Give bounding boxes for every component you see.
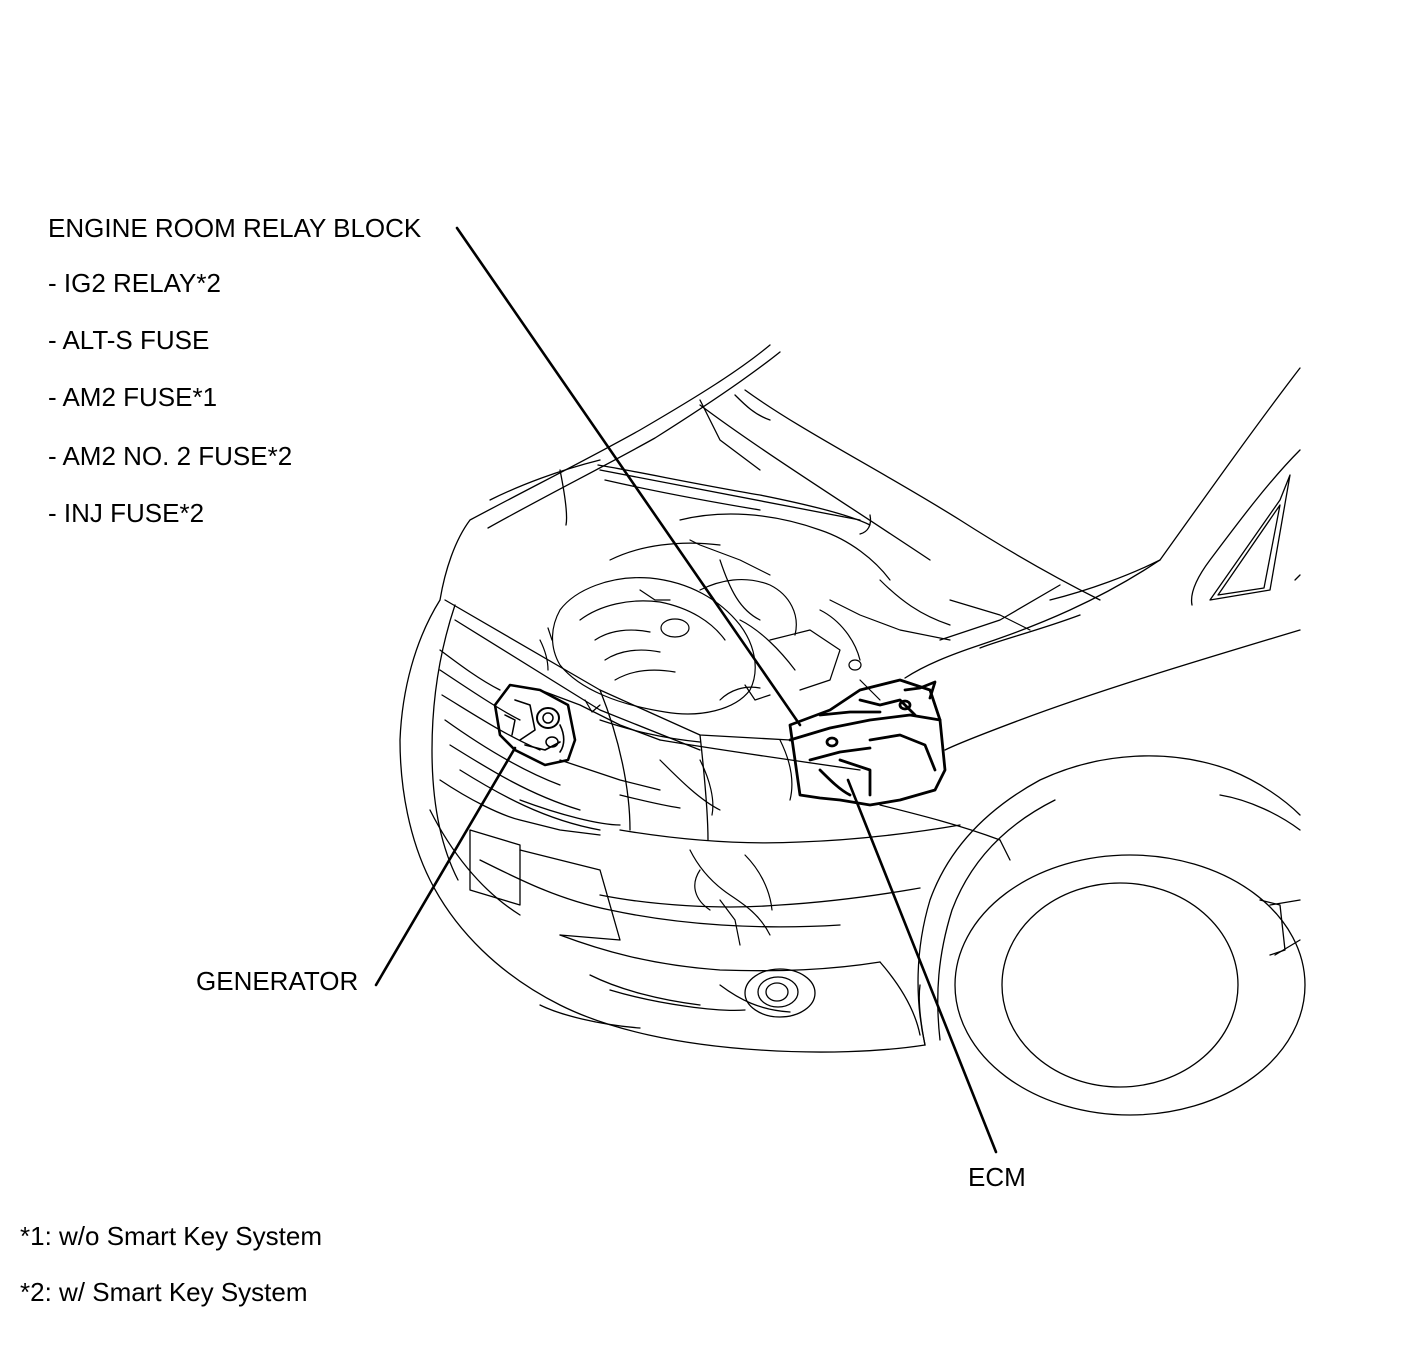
front-fascia — [399, 599, 961, 1053]
ecm-label: ECM — [968, 1162, 1026, 1192]
footnote: *2: w/ Smart Key System — [20, 1277, 308, 1307]
relay-block-item: - INJ FUSE*2 — [48, 498, 205, 528]
relay-block-item-list: - IG2 RELAY*2 - ALT-S FUSE - AM2 FUSE*1 … — [48, 268, 292, 555]
leader-lines — [374, 226, 998, 1154]
relay-block-title: ENGINE ROOM RELAY BLOCK — [48, 213, 422, 243]
generator-label: GENERATOR — [196, 966, 359, 996]
relay-block-item: - AM2 FUSE*1 — [48, 382, 218, 412]
fender-and-wheel — [879, 755, 1306, 1116]
relay-block-item: - AM2 NO. 2 FUSE*2 — [48, 441, 293, 471]
body-side — [904, 367, 1301, 751]
raised-hood — [439, 344, 1101, 601]
engine-compartment — [539, 513, 1031, 946]
footnote: *1: w/o Smart Key System — [20, 1221, 322, 1251]
relay-block-item: - ALT-S FUSE — [48, 325, 210, 355]
ecm-leader-line — [846, 778, 998, 1154]
generator-leader-line — [374, 746, 517, 987]
relay-block-leader-line — [455, 226, 802, 727]
footnote-list: *1: w/o Smart Key System *2: w/ Smart Ke… — [20, 1221, 322, 1333]
generator — [493, 683, 577, 767]
engine-room-relay-block — [788, 678, 947, 807]
relay-block-item: - IG2 RELAY*2 — [48, 268, 221, 298]
